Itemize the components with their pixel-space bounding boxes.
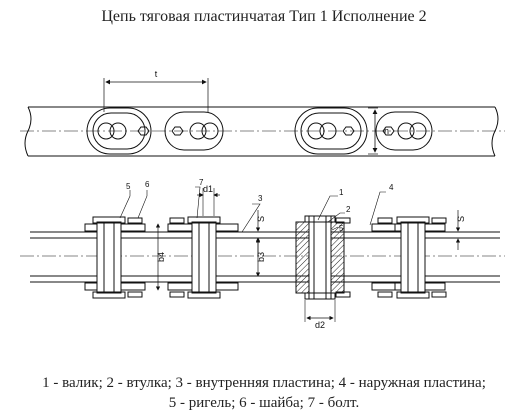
washer-top-2	[169, 217, 185, 224]
part-number-4: 4	[389, 183, 394, 192]
inner-plate-right	[375, 111, 433, 151]
legend-line-2: 5 - ригель; 6 - шайба; 7 - болт.	[168, 395, 360, 411]
dim-b4-label: b4	[156, 252, 166, 262]
left-break-line	[24, 106, 32, 157]
outer-plate-left	[86, 107, 152, 155]
nut-hex-2	[137, 126, 150, 136]
dim-b3-label: b3	[256, 252, 266, 262]
part-number-1: 1	[339, 188, 344, 197]
dim-d2-label: d2	[315, 320, 325, 330]
part-number-6: 6	[145, 180, 150, 189]
washer-bottom-3	[377, 291, 393, 298]
nut-hex-3	[342, 126, 355, 136]
washer-bottom-4	[431, 291, 447, 298]
height-label: h	[384, 126, 389, 136]
inner-plate-left	[164, 111, 224, 151]
top-view	[20, 78, 505, 157]
part-number-7: 7	[199, 178, 204, 187]
part-number-5: 5	[126, 182, 131, 191]
washer-bottom-2	[169, 291, 185, 298]
washer-top-1	[127, 217, 143, 224]
part-number-3: 3	[258, 194, 263, 203]
right-break-line	[491, 106, 499, 157]
washer-top-4	[431, 217, 447, 224]
dim-s-left-label: S	[256, 216, 266, 222]
pin-1	[92, 216, 126, 299]
nut-hex-4	[382, 126, 395, 136]
nut-hex	[171, 126, 184, 136]
pitch-label: t	[155, 69, 158, 79]
pin-4	[396, 216, 430, 299]
legend-line-1: 1 - валик; 2 - втулка; 3 - внутренняя пл…	[42, 375, 486, 391]
part-number-5b: 5	[339, 224, 344, 233]
diagram-title: Цепь тяговая пластинчатая Тип 1 Исполнен…	[101, 8, 427, 25]
side-view	[20, 186, 505, 322]
dim-d1-label: d1	[203, 184, 213, 194]
part-number-2: 2	[346, 205, 351, 214]
sectioned-joint	[295, 215, 351, 300]
pin-2	[187, 216, 221, 299]
washer-bottom-1	[127, 291, 143, 298]
outer-plate-right	[294, 107, 368, 155]
washer-top-3	[377, 217, 393, 224]
dim-s-right-label: S	[456, 216, 466, 222]
